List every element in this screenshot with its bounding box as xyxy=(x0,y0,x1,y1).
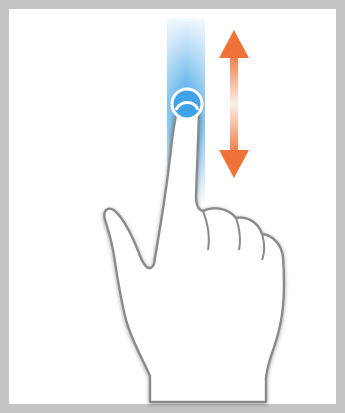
hand-icon xyxy=(104,103,284,402)
vertical-arrow-icon xyxy=(219,30,249,178)
touch-point-icon xyxy=(172,89,202,119)
